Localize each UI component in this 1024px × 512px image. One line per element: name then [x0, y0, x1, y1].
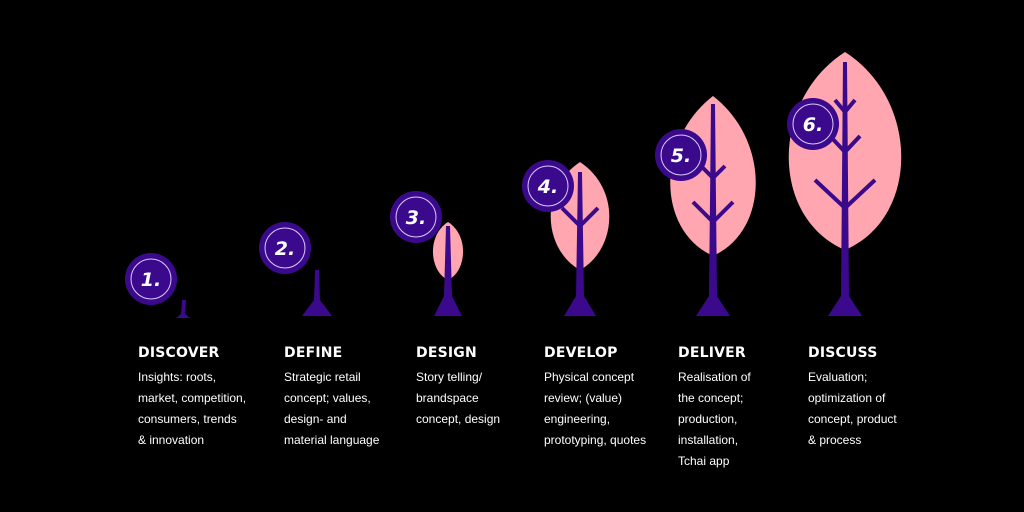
step-5: DELIVER Realisation of the concept; prod… [678, 345, 828, 472]
step-2: DEFINE Strategic retail concept; values,… [284, 345, 434, 451]
stem-5 [696, 104, 730, 316]
step-title-3: DESIGN [416, 345, 477, 361]
step-3: DESIGN Story telling/ brandspace concept… [416, 345, 566, 430]
step-number-5: 5. [671, 145, 691, 167]
plant-6 [788, 52, 902, 316]
step-description-2: Strategic retail concept; values, design… [284, 370, 380, 447]
step-number-2: 2. [275, 238, 295, 260]
step-4: DEVELOP Physical concept review; (value)… [544, 345, 694, 451]
step-number-1: 1. [141, 269, 161, 291]
step-title-6: DISCUSS [808, 345, 878, 361]
step-badge-1: 1. [125, 253, 177, 305]
step-number-3: 3. [406, 207, 426, 229]
step-badge-5: 5. [655, 129, 707, 181]
step-description-4: Physical concept review; (value) enginee… [544, 370, 647, 447]
plant-3 [432, 222, 464, 316]
step-1: DISCOVER Insights: roots, market, compet… [138, 345, 288, 451]
step-number-4: 4. [537, 176, 558, 198]
step-title-1: DISCOVER [138, 345, 220, 361]
step-description-6: Evaluation; optimization of concept, pro… [808, 370, 897, 447]
stem-4 [564, 172, 596, 316]
step-6: DISCUSS Evaluation; optimization of conc… [808, 345, 958, 451]
plant-2 [302, 270, 332, 316]
step-description-5: Realisation of the concept; production, … [678, 370, 751, 468]
step-badge-2: 2. [259, 222, 311, 274]
plant-1 [176, 300, 190, 318]
plant-5 [670, 96, 756, 316]
step-title-4: DEVELOP [544, 345, 618, 361]
step-description-3: Story telling/ brandspace concept, desig… [416, 370, 501, 426]
step-title-5: DELIVER [678, 345, 746, 361]
step-badge-6: 6. [787, 98, 839, 150]
step-description-1: Insights: roots, market, competition, co… [138, 370, 247, 447]
step-title-2: DEFINE [284, 345, 343, 361]
stem-6 [828, 62, 862, 316]
step-badge-3: 3. [390, 191, 442, 243]
step-number-6: 6. [803, 114, 823, 136]
step-badge-4: 4. [522, 160, 574, 212]
stem-3 [434, 226, 462, 316]
